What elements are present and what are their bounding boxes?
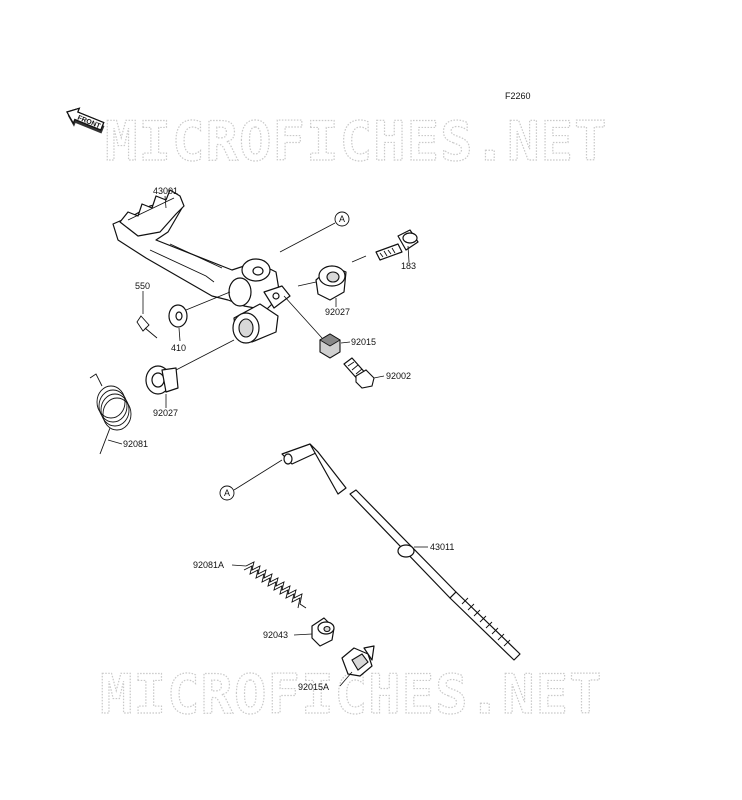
washer-410 <box>168 304 188 328</box>
callout-43001: 43001 <box>153 186 178 196</box>
brake-pedal-43001 <box>112 189 291 344</box>
bolt-92002 <box>343 357 375 389</box>
callout-183: 183 <box>401 261 416 271</box>
ref-a-top <box>334 211 350 227</box>
spring-92081a <box>243 561 307 609</box>
figure-code: F2260 <box>505 91 531 101</box>
callout-92015: 92015 <box>351 337 376 347</box>
callout-43011: 43011 <box>430 542 454 552</box>
ref-a-bottom <box>219 485 235 501</box>
callout-92027-upper: 92027 <box>325 307 350 317</box>
bolt-183 <box>375 229 419 261</box>
collar-92043 <box>311 617 335 647</box>
callout-550: 550 <box>135 281 150 291</box>
callout-92081: 92081 <box>123 439 148 449</box>
spring-92081 <box>89 373 132 455</box>
bushing-92027-upper <box>315 265 347 301</box>
watermark-top: MICROFICHES.NET <box>105 110 608 173</box>
callout-92015a: 92015A <box>298 682 329 692</box>
callout-92081a: 92081A <box>193 560 224 570</box>
adjust-nut-92015a <box>341 645 375 677</box>
callout-92002: 92002 <box>386 371 411 381</box>
callout-92027-lower: 92027 <box>153 408 178 418</box>
callout-410: 410 <box>171 343 186 353</box>
ref-a-bottom-label: A <box>224 488 230 498</box>
ref-a-top-label: A <box>339 214 345 224</box>
callout-92043: 92043 <box>263 630 288 640</box>
nut-92015 <box>319 333 341 359</box>
front-arrow-icon: FRONT <box>66 107 105 134</box>
cotter-pin-550 <box>136 315 158 339</box>
brake-rod-43011 <box>281 443 521 661</box>
bushing-92027-lower <box>145 365 179 395</box>
